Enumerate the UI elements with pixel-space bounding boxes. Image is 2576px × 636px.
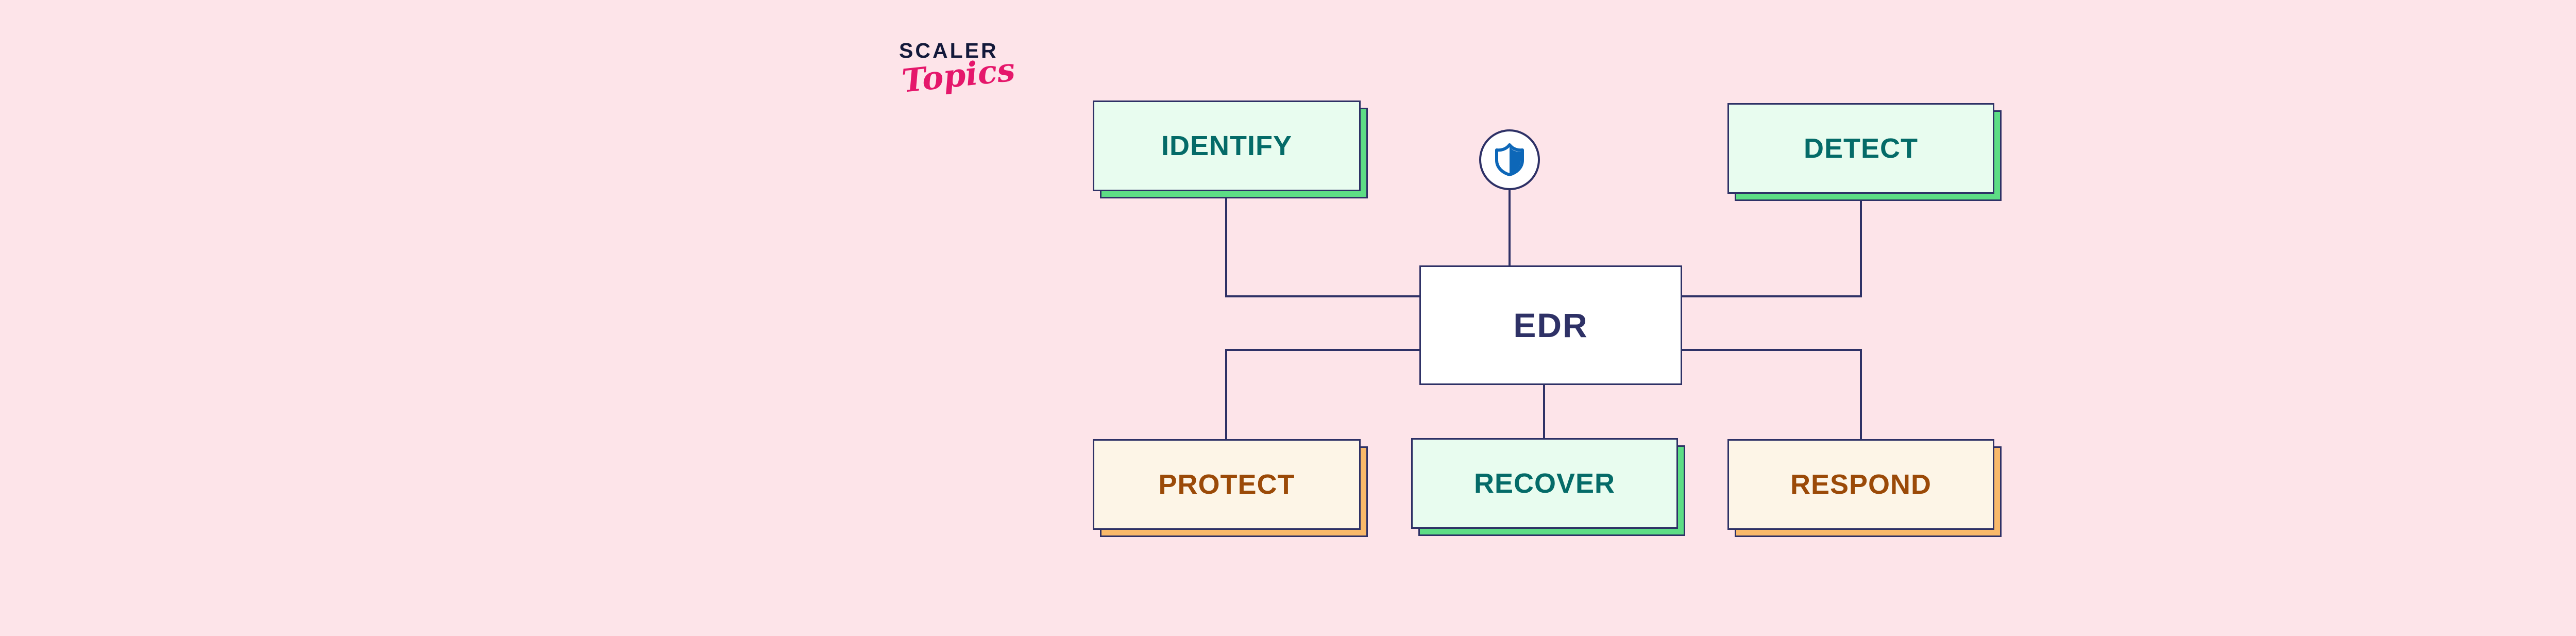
node-identify-label: IDENTIFY [1161, 130, 1292, 161]
node-recover-label: RECOVER [1473, 468, 1616, 499]
node-identify[interactable]: IDENTIFY [1093, 101, 1368, 198]
node-protect-face: PROTECT [1093, 439, 1361, 530]
node-identify-face: IDENTIFY [1093, 101, 1361, 191]
node-respond-face: RESPOND [1727, 439, 1994, 530]
connector-badge-vertical [1509, 190, 1511, 267]
connector-protect-horizontal [1225, 349, 1421, 351]
node-protect[interactable]: PROTECT [1093, 439, 1368, 537]
node-detect-face: DETECT [1727, 103, 1994, 194]
connector-identify-vertical [1225, 191, 1227, 297]
shield-icon [1494, 143, 1525, 176]
node-detect[interactable]: DETECT [1727, 103, 2002, 201]
connector-respond-vertical [1860, 349, 1862, 441]
node-respond[interactable]: RESPOND [1727, 439, 2002, 537]
node-recover-face: RECOVER [1411, 438, 1678, 529]
brand-logo: SCALER Topics [899, 40, 1033, 123]
connector-detect-vertical [1860, 194, 1862, 297]
node-detect-label: DETECT [1804, 133, 1918, 164]
node-protect-label: PROTECT [1158, 469, 1295, 500]
connector-protect-vertical [1225, 349, 1227, 441]
node-edr-face: EDR [1419, 265, 1682, 385]
logo-wordmark: SCALER [899, 39, 998, 62]
node-recover[interactable]: RECOVER [1411, 438, 1685, 536]
shield-badge [1479, 129, 1540, 190]
connector-detect-horizontal [1681, 295, 1862, 297]
node-edr-label: EDR [1513, 306, 1588, 344]
node-edr[interactable]: EDR [1419, 265, 1682, 385]
node-respond-label: RESPOND [1790, 469, 1932, 500]
connector-recover-vertical [1543, 384, 1545, 440]
connector-respond-horizontal [1681, 349, 1862, 351]
connector-identify-horizontal [1225, 295, 1421, 297]
